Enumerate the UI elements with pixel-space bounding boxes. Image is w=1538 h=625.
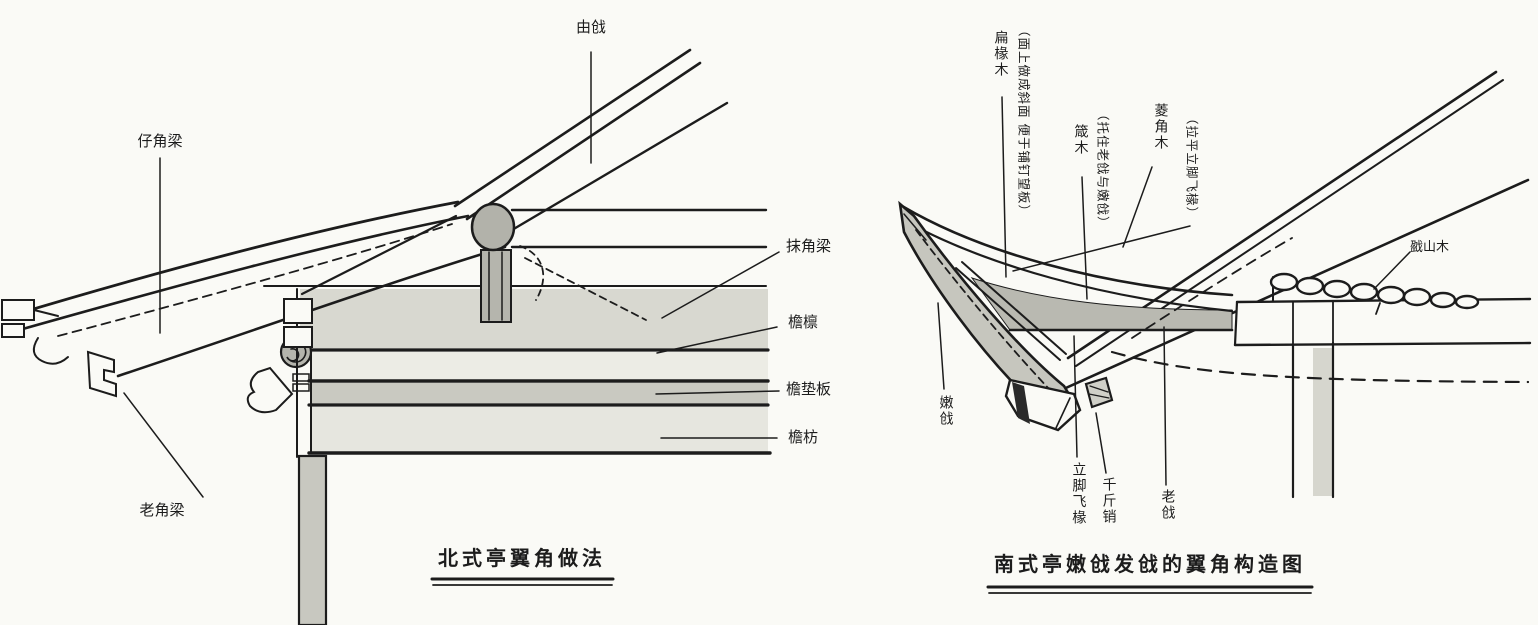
lijiaofeichuan-strip bbox=[955, 261, 1067, 361]
scroll-head bbox=[246, 335, 313, 414]
left-diagram-title: 北式亭翼角做法 bbox=[438, 546, 606, 570]
king-post bbox=[480, 249, 512, 323]
label-laoqiang: 老戗 bbox=[1159, 489, 1176, 521]
label-youqiang: 由戗 bbox=[575, 18, 606, 36]
corner-rafter-curves bbox=[8, 200, 507, 378]
label-lijiaofeichuan: 立脚飞椽 bbox=[1070, 462, 1087, 526]
label-yandianban: 檐垫板 bbox=[786, 380, 832, 398]
laoqiang-beam bbox=[1046, 70, 1530, 398]
left-leader-lines bbox=[123, 51, 780, 498]
bianchuanmu-band bbox=[900, 204, 1234, 332]
nenqiang-foot-block bbox=[1004, 378, 1082, 432]
label-lingjiaomu: 菱角木 bbox=[1152, 103, 1169, 151]
label-yanfang: 檐枋 bbox=[788, 428, 819, 446]
right-title-underline bbox=[986, 585, 1314, 594]
dashed-eave-lines bbox=[1110, 237, 1530, 384]
label-qianjinxiao: 千斤销 bbox=[1100, 477, 1117, 525]
label-nenqiang: 嫩戗 bbox=[937, 395, 954, 427]
label-gaishanmu: 戤山木 bbox=[1410, 240, 1450, 255]
rafter-tip-details bbox=[1, 299, 117, 398]
left-diagram-drawing bbox=[1, 48, 780, 625]
junction-circle bbox=[470, 202, 516, 252]
label-yanlin: 檐檩 bbox=[788, 313, 819, 331]
eave-beam-stack bbox=[300, 289, 768, 452]
qianjinxiao-pin bbox=[1084, 376, 1114, 409]
label-zhenmu: 箴木 bbox=[1072, 124, 1089, 156]
right-diagram-title: 南式亭嫩戗发戗的翼角构造图 bbox=[994, 552, 1306, 576]
label-bianchuanmu-note: （面上做成斜面 便于铺钉望板） bbox=[1016, 24, 1032, 218]
label-mojiaoliang: 抹角梁 bbox=[786, 237, 832, 255]
left-title-underline bbox=[430, 577, 615, 586]
label-laojiaoliang: 老角梁 bbox=[139, 501, 185, 519]
label-zhenmu-note: （托住老戗与嫩戗） bbox=[1095, 108, 1111, 230]
right-diagram-drawing bbox=[898, 70, 1532, 594]
right-post bbox=[1291, 341, 1335, 499]
right-leader-lines bbox=[937, 96, 1411, 486]
label-lingjiaomu-note: （拉平立脚飞椽） bbox=[1184, 112, 1200, 221]
gaishanmu-strip bbox=[1269, 272, 1480, 315]
label-bianchuanmu: 扁椽木 bbox=[992, 30, 1009, 78]
youqiang-member bbox=[453, 48, 729, 232]
corner-column bbox=[297, 454, 328, 625]
label-zijiaoliang: 仔角梁 bbox=[137, 132, 183, 150]
